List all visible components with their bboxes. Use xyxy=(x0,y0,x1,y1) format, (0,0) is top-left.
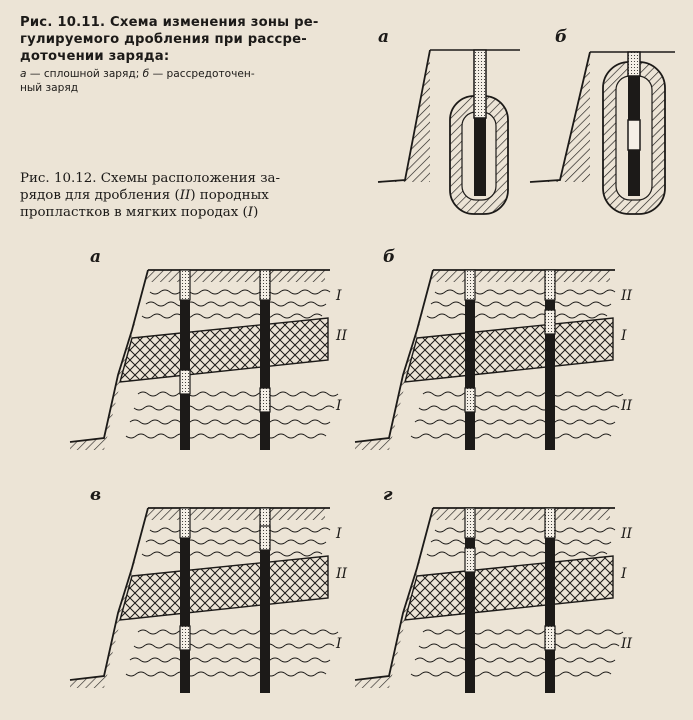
rock-wave-line xyxy=(137,391,339,397)
rock-wave-line xyxy=(141,313,323,319)
rock-wave-line xyxy=(149,527,331,533)
air-gap xyxy=(259,387,271,413)
stemming xyxy=(464,269,476,301)
rock-wave-line xyxy=(129,657,331,663)
charge xyxy=(465,300,475,450)
rock-wave-line xyxy=(410,671,612,677)
charge xyxy=(545,300,555,450)
fig-10-12-panel-2 xyxy=(354,269,624,450)
air-gap xyxy=(179,369,191,395)
layer-label: I xyxy=(620,328,627,344)
charge xyxy=(260,300,270,450)
rock-wave-line xyxy=(422,629,624,635)
layer-label: II xyxy=(620,288,633,304)
panel-letter: а xyxy=(90,247,101,267)
charge xyxy=(180,538,190,693)
air-gap xyxy=(179,625,191,651)
stemming xyxy=(179,507,191,539)
charge-upper xyxy=(628,76,640,120)
interlayer-band xyxy=(404,317,614,383)
rock-wave-line xyxy=(434,527,616,533)
layer-label: I xyxy=(335,398,342,414)
panel-letter: в xyxy=(90,485,101,505)
air-gap xyxy=(627,119,641,151)
rock-wave-line xyxy=(410,433,612,439)
layer-label: I xyxy=(335,288,342,304)
stemming xyxy=(544,269,556,301)
rock-wave-line xyxy=(145,539,327,545)
fig-10-11-title: Рис. 10.11. Схема изменения зоны ре- гул… xyxy=(20,15,319,64)
rock-wave-line xyxy=(426,313,608,319)
stemming xyxy=(464,507,476,539)
rock-wave-line xyxy=(145,301,327,307)
fig-10-12-caption: Рис. 10.12. Схемы расположения за- рядов… xyxy=(20,171,281,220)
rock-wave-line xyxy=(426,551,608,557)
charge-lower xyxy=(628,150,640,196)
fig-10-11-panel-b: б xyxy=(529,27,675,215)
stemming xyxy=(473,49,487,119)
fig-10-11-label-b: б xyxy=(555,27,567,47)
interlayer-band xyxy=(404,555,614,621)
rock-wave-line xyxy=(137,629,339,635)
slope-line xyxy=(354,269,434,443)
fig-10-12-panel-1 xyxy=(69,269,339,450)
rock-wave-line xyxy=(141,551,323,557)
rock-wave-line xyxy=(133,405,335,411)
interlayer-band xyxy=(119,317,329,383)
air-gap xyxy=(464,387,476,413)
layer-label: II xyxy=(335,566,348,582)
top-soil-hatch xyxy=(431,270,610,282)
layer-label: I xyxy=(335,636,342,652)
fig-10-11-description: а — сплошной заряд; б — рассредоточен- н… xyxy=(20,68,255,94)
slope-line xyxy=(69,269,149,443)
rock-wave-line xyxy=(149,289,331,295)
rock-wave-line xyxy=(129,419,331,425)
continuous-charge xyxy=(474,118,486,196)
layer-label: II xyxy=(620,526,633,542)
fig-10-12-panel-4 xyxy=(354,507,624,693)
panel-letter: б xyxy=(383,247,395,267)
rock-wave-line xyxy=(434,289,616,295)
rock-wave-line xyxy=(133,643,335,649)
rock-wave-line xyxy=(430,539,612,545)
slope-hatch xyxy=(378,50,430,182)
slope-hatch xyxy=(530,52,590,182)
rock-wave-line xyxy=(418,405,620,411)
fig-10-11-caption: Рис. 10.11. Схема изменения зоны ре- гул… xyxy=(20,14,319,95)
layer-label: II xyxy=(620,398,633,414)
charge xyxy=(465,538,475,693)
layer-label: I xyxy=(335,526,342,542)
rock-wave-line xyxy=(414,419,616,425)
charge xyxy=(260,538,270,693)
panel-letter: г xyxy=(383,485,393,505)
rock-wave-line xyxy=(422,391,624,397)
air-gap xyxy=(544,309,556,335)
top-soil-hatch xyxy=(431,508,610,520)
stemming xyxy=(627,51,641,77)
charge xyxy=(545,538,555,693)
rock-wave-line xyxy=(414,657,616,663)
top-soil-hatch xyxy=(146,270,325,282)
stemming xyxy=(179,269,191,301)
layer-label: II xyxy=(620,636,633,652)
rock-wave-line xyxy=(125,671,327,677)
interlayer-band xyxy=(119,555,329,621)
layer-label: I xyxy=(620,566,627,582)
air-gap xyxy=(259,525,271,551)
top-soil-hatch xyxy=(146,508,325,520)
layer-label: II xyxy=(335,328,348,344)
rock-wave-line xyxy=(418,643,620,649)
fig-10-11-panel-a: а xyxy=(377,27,520,215)
stemming xyxy=(544,507,556,539)
rock-wave-line xyxy=(430,301,612,307)
fig-10-12-panel-3 xyxy=(69,507,339,693)
rock-wave-line xyxy=(125,433,327,439)
slope-line xyxy=(69,507,149,681)
slope-line xyxy=(354,507,434,681)
fig-10-11-label-a: а xyxy=(378,27,389,47)
air-gap xyxy=(544,625,556,651)
stemming xyxy=(259,269,271,301)
air-gap xyxy=(464,547,476,573)
